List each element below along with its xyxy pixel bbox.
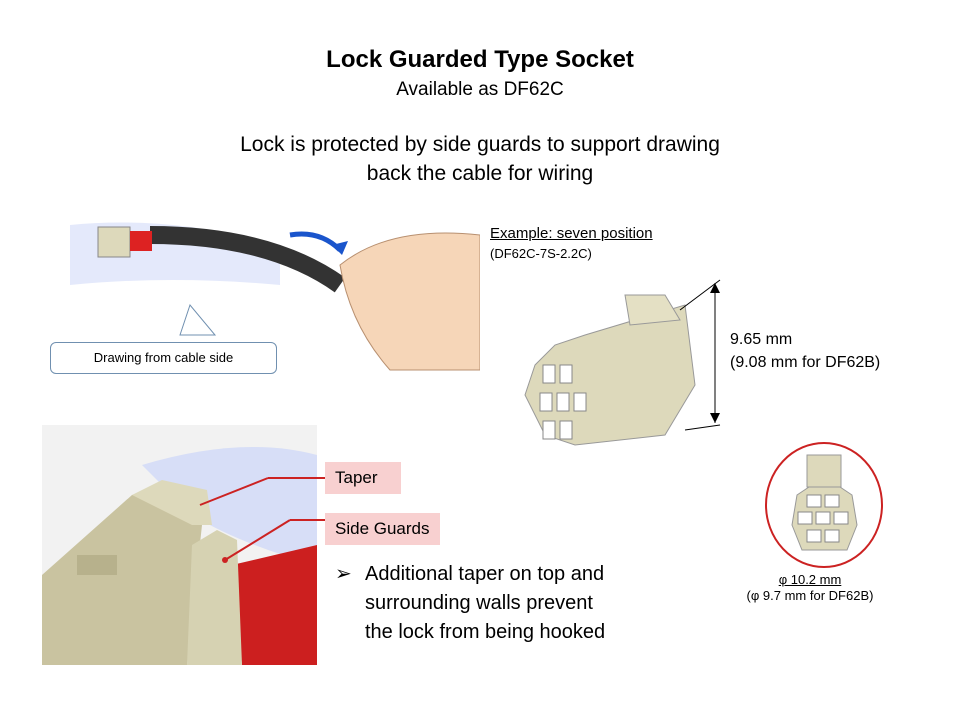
- taper-label: Taper: [325, 462, 401, 494]
- arrow-bullet-icon: ➢: [335, 563, 352, 585]
- bullet-point: ➢ Additional taper on top and surroundin…: [335, 560, 605, 647]
- bullet-line: the lock from being hooked: [365, 621, 606, 643]
- height-dimension: 9.65 mm (9.08 mm for DF62B): [730, 328, 880, 374]
- height-alt-value: (9.08 mm for DF62B): [730, 354, 881, 371]
- description-line: back the cable for wiring: [366, 162, 594, 185]
- bullet-line: surrounding walls prevent: [365, 592, 593, 614]
- diameter-dimension: φ 10.2 mm (φ 9.7 mm for DF62B): [720, 572, 900, 604]
- description-line: Lock is protected by side guards to supp…: [240, 133, 720, 156]
- side-guards-label: Side Guards: [325, 513, 440, 545]
- bullet-line: Additional taper on top and: [365, 563, 605, 585]
- height-value: 9.65 mm: [730, 331, 793, 348]
- diameter-alt-value: (φ 9.7 mm for DF62B): [746, 588, 874, 603]
- diameter-value: φ 10.2 mm: [778, 572, 842, 587]
- description: Lock is protected by side guards to supp…: [180, 130, 780, 188]
- callout-box: Drawing from cable side: [50, 342, 277, 374]
- front-view-illustration: [765, 442, 883, 568]
- connector-illustration: [524, 279, 721, 446]
- example-part-number: (DF62C-7S-2.2C): [490, 246, 592, 261]
- slide-title: Lock Guarded Type Socket: [326, 46, 634, 73]
- lock-closeup-illustration: [42, 425, 317, 665]
- cable-drawing-illustration: [70, 222, 480, 371]
- example-label: Example: seven position: [490, 225, 653, 242]
- slide-subtitle: Available as DF62C: [396, 79, 564, 100]
